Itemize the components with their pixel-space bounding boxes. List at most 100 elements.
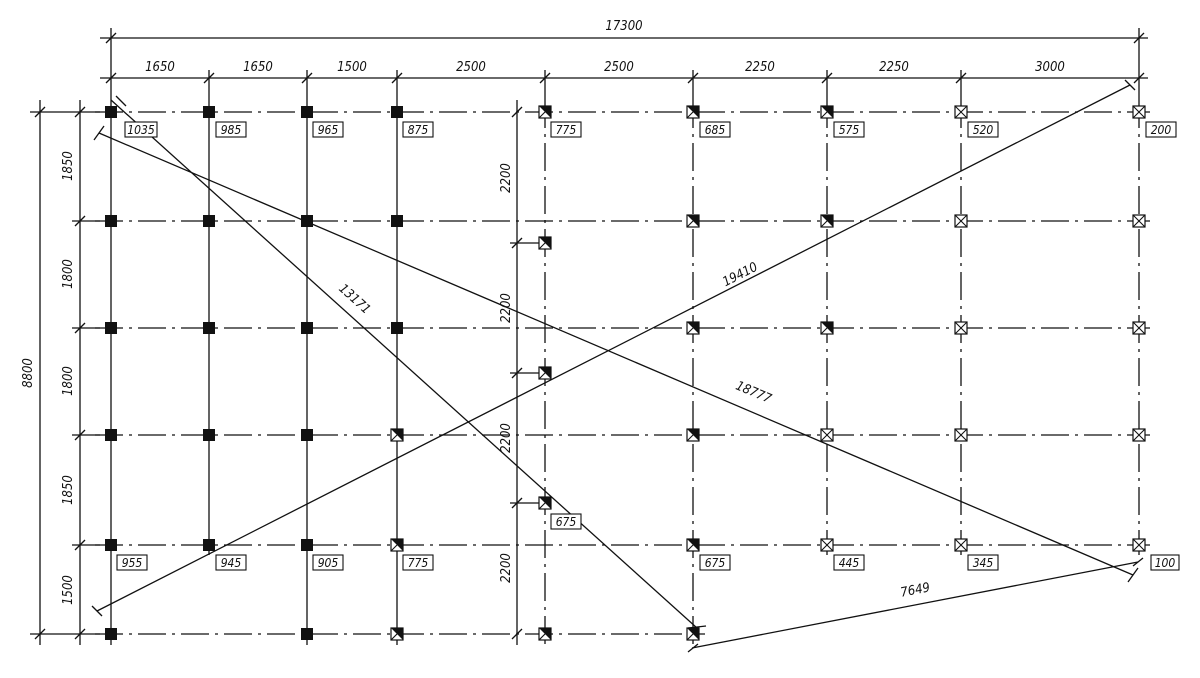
column-spacing-label: 2500 [604, 60, 634, 75]
column-spacing-label: 2250 [879, 60, 909, 75]
dim-tick [511, 367, 523, 379]
grid-point-marker [820, 538, 834, 552]
grid-point-marker [203, 106, 215, 118]
diagonal-18777-line [98, 132, 1134, 576]
dim-tick [34, 628, 46, 640]
grid-point-marker [1132, 321, 1146, 335]
row-spacing-label: 1500 [61, 575, 76, 605]
diagonal-length-label: 19410 [720, 260, 760, 290]
label-box [967, 554, 999, 571]
grid-point-marker [1132, 428, 1146, 442]
dim-tick [511, 106, 523, 118]
grid-point-marker [301, 539, 313, 551]
dim-tick [105, 72, 117, 84]
elevation-label: 445 [839, 556, 860, 570]
elevation-label: 875 [408, 123, 429, 137]
dim-tick [74, 106, 86, 118]
grid-point-marker [686, 538, 700, 552]
label-box [550, 121, 582, 138]
label-box [215, 121, 247, 138]
dim-tick [203, 72, 215, 84]
dim-tick [511, 237, 523, 249]
grid-point-marker [1132, 538, 1146, 552]
grid-point-marker [390, 428, 404, 442]
elevation-label: 945 [221, 556, 242, 570]
dim-tick [34, 106, 46, 118]
grid-point-marker [538, 627, 552, 641]
overall-width-label: 17300 [605, 19, 642, 34]
dim-tick [91, 605, 103, 617]
interior-spacing-label: 2200 [499, 553, 514, 583]
grid-point-marker [954, 538, 968, 552]
dim-tick [74, 215, 86, 227]
grid-point-marker [105, 429, 117, 441]
dim-tick [74, 539, 86, 551]
grid-point-marker [686, 105, 700, 119]
label-box [967, 121, 999, 138]
label-box [833, 554, 865, 571]
grid-point-marker [686, 428, 700, 442]
dim-tick [93, 125, 105, 141]
grid-point-marker [390, 627, 404, 641]
dim-tick [687, 643, 699, 653]
dim-tick [74, 322, 86, 334]
elevation-label: 100 [1155, 556, 1176, 570]
elevation-label: 775 [556, 123, 577, 137]
grid-point-marker [820, 428, 834, 442]
grid-point-marker [538, 496, 552, 510]
elevation-labels: 1035 985 965 875 775 685 575 520 200 955… [116, 121, 1180, 571]
grid-point-marker [820, 321, 834, 335]
grid-point-marker [301, 322, 313, 334]
diagonal-7649-line [691, 561, 1139, 649]
grid-point-marker [538, 105, 552, 119]
grid-point-marker [105, 106, 117, 118]
diagonal-length-label: 13171 [335, 281, 373, 317]
diagonal-13171-line [110, 99, 698, 629]
label-box [833, 121, 865, 138]
column-spacing-label: 2250 [745, 60, 775, 75]
diagonal-19410-line [96, 84, 1131, 612]
grid-point-marker [391, 215, 403, 227]
diagonal-length-label: 7649 [899, 580, 931, 600]
row-spacing-label: 1850 [61, 151, 76, 181]
row-spacing-label: 1850 [61, 475, 76, 505]
grid-point-marker [301, 215, 313, 227]
dim-tick [115, 95, 127, 107]
dim-tick [391, 72, 403, 84]
dim-tick [105, 32, 117, 44]
grid-point-marker [686, 214, 700, 228]
elevation-label: 965 [318, 123, 339, 137]
row-spacing-label: 1800 [61, 259, 76, 289]
label-box [1150, 554, 1180, 571]
elevation-label: 520 [973, 123, 994, 137]
elevation-label: 685 [705, 123, 726, 137]
elevation-label: 905 [318, 556, 339, 570]
elevation-label: 775 [408, 556, 429, 570]
grid-point-marker [203, 215, 215, 227]
dim-tick [539, 72, 551, 84]
label-box [402, 554, 434, 571]
column-spacing-label: 1650 [243, 60, 273, 75]
diagonal-measurement-lines [91, 79, 1144, 653]
interior-spacing-label: 2200 [499, 423, 514, 453]
label-box [699, 121, 731, 138]
dim-tick [687, 72, 699, 84]
overall-height-label: 8800 [21, 358, 36, 388]
dim-tick [1124, 79, 1136, 91]
dim-tick [1133, 32, 1145, 44]
grid-point-marker [954, 321, 968, 335]
interior-spacing-label: 2200 [499, 163, 514, 193]
dim-tick [1127, 567, 1139, 583]
dim-tick [955, 72, 967, 84]
grid-point-marker [105, 322, 117, 334]
grid-point-marker [820, 214, 834, 228]
grid-point-marker [105, 628, 117, 640]
grid-point-marker [301, 628, 313, 640]
column-spacing-label: 1500 [337, 60, 367, 75]
grid-point-marker [301, 106, 313, 118]
grid-point-marker [1132, 105, 1146, 119]
grid-point-marker [301, 429, 313, 441]
label-box [312, 554, 344, 571]
elevation-label: 675 [705, 556, 726, 570]
